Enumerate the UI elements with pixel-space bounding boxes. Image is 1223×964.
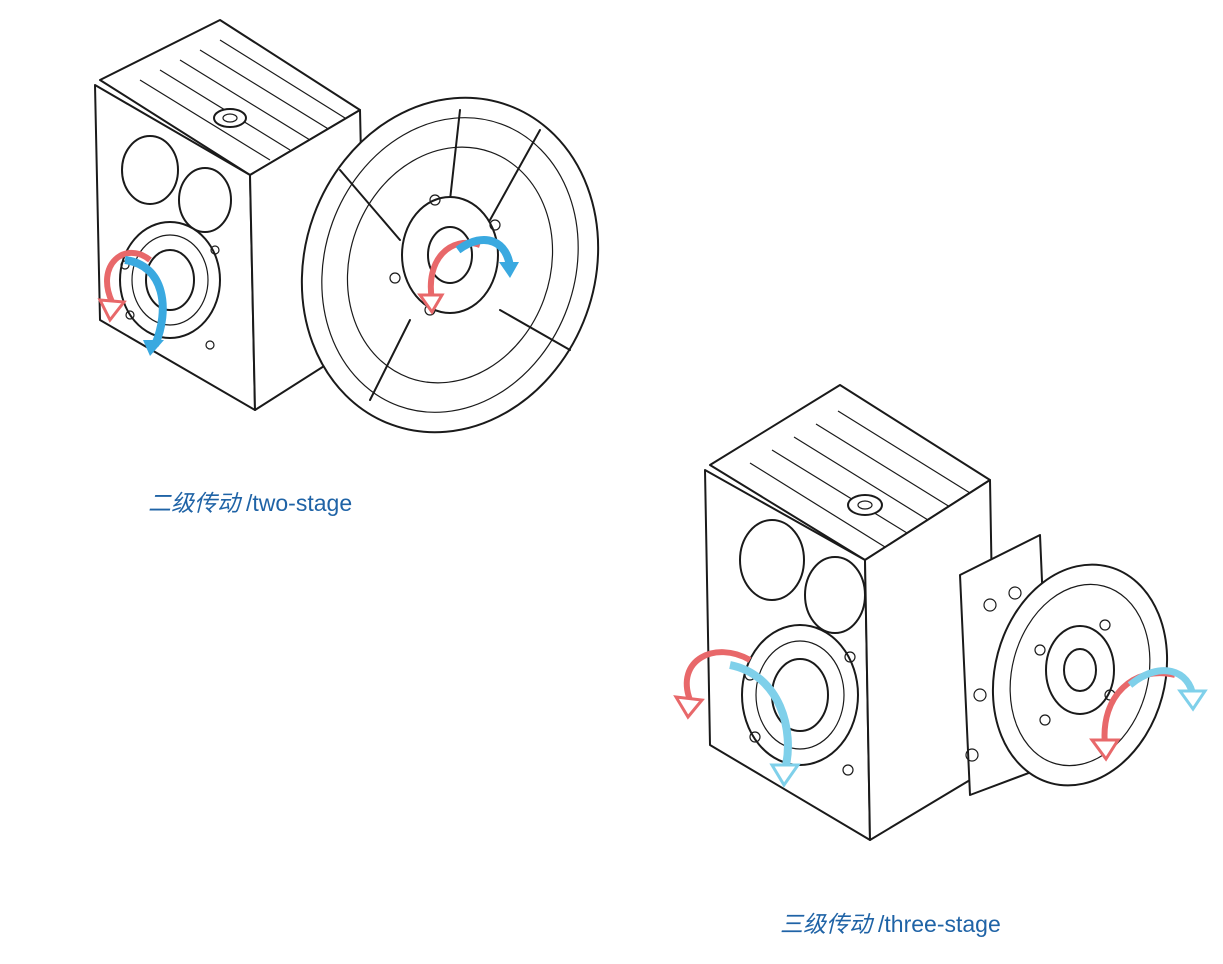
two-stage-reducer-drawing <box>40 10 600 450</box>
input-bore <box>1063 648 1097 692</box>
two-stage-caption-en: /two-stage <box>246 490 353 516</box>
flange-spokes <box>339 109 571 401</box>
output-bore <box>771 658 829 732</box>
inspection-hole-2 <box>804 556 866 634</box>
breather-plug <box>847 494 883 516</box>
arrow-head-blue-left <box>769 763 801 788</box>
three-stage-caption-cn: 三级传动 <box>780 911 872 937</box>
inspection-hole-1 <box>739 519 805 601</box>
cooling-ribs <box>139 39 346 161</box>
arrow-head-red-right <box>417 293 445 315</box>
three-stage-caption: 三级传动/three-stage <box>780 905 1001 939</box>
two-stage-caption: 二级传动/two-stage <box>148 484 352 518</box>
arrow-head-blue-right <box>499 262 519 278</box>
arrow-head-blue-right <box>1177 689 1208 712</box>
two-stage-caption-cn: 二级传动 <box>148 490 240 516</box>
arrow-head-red-left <box>97 298 127 323</box>
breather-plug <box>213 108 247 128</box>
rotation-arrow-red-left <box>104 250 152 304</box>
inspection-hole-1 <box>121 135 179 205</box>
inspection-hole-2 <box>178 167 232 233</box>
rotation-arrow-blue-left <box>729 661 792 771</box>
two-stage-reducer-svg <box>94 19 600 434</box>
three-stage-reducer-svg <box>673 384 1208 841</box>
rotation-arrow-blue-right <box>455 236 514 269</box>
rotation-arrow-red-left <box>683 649 752 702</box>
three-stage-reducer-drawing <box>660 375 1220 875</box>
arrow-head-blue-left <box>143 340 164 356</box>
three-stage-caption-en: /three-stage <box>878 911 1001 937</box>
arrow-head-red-left <box>673 695 705 720</box>
rotation-arrow-blue-right <box>1127 667 1197 698</box>
cooling-ribs <box>749 410 971 548</box>
arrow-head-red-right <box>1089 738 1121 762</box>
rotation-arrow-blue-left <box>124 256 167 347</box>
